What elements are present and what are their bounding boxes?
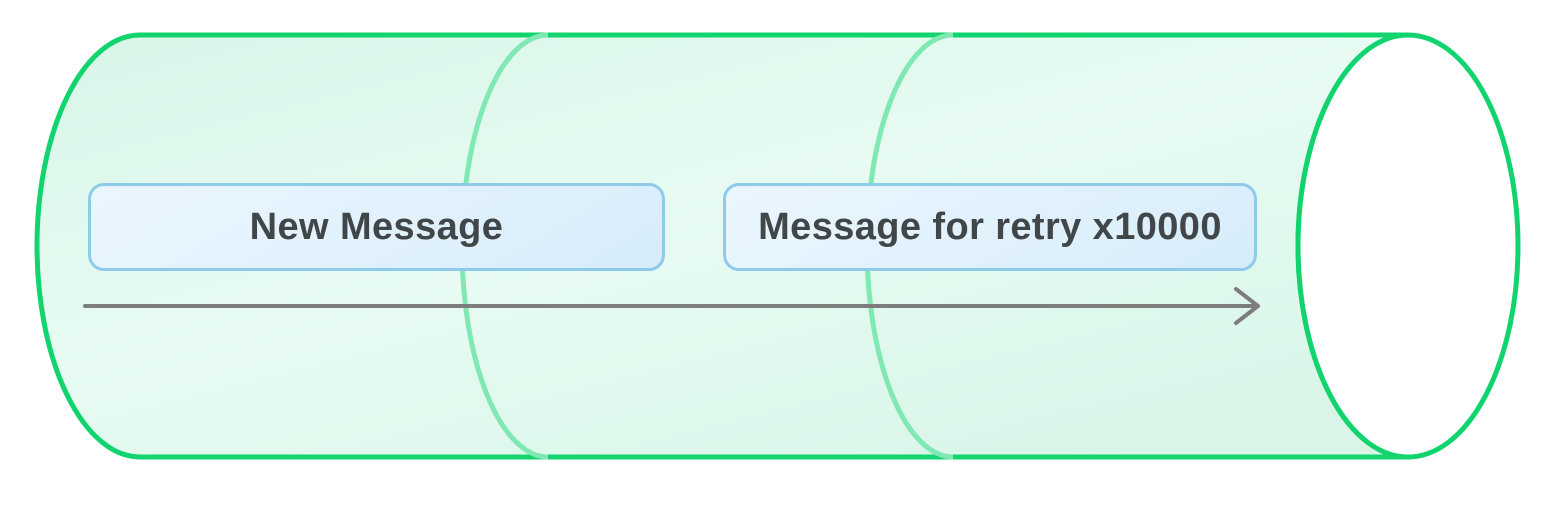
arrowhead-icon [1234,287,1260,325]
cylinder-endcap-ellipse [1295,32,1521,460]
message-label-new: New Message [249,205,504,248]
message-label-retry: Message for retry x10000 [758,205,1222,248]
message-box-retry: Message for retry x10000 [723,183,1257,271]
message-box-new: New Message [88,183,665,271]
